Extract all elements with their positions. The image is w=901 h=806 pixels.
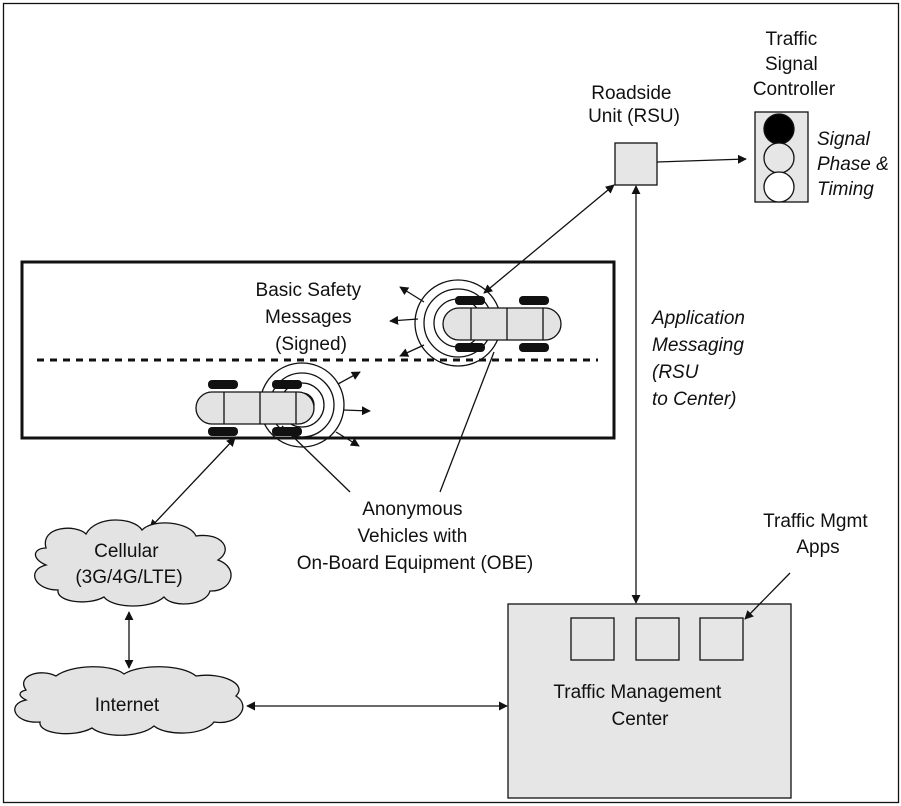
lower-vehicle (195, 379, 315, 437)
traffic-signal-icon (754, 111, 809, 203)
upper-vehicle (442, 295, 562, 353)
basic-safety-messages-label: Basic Safety Messages (Signed) (256, 280, 367, 355)
signal-light-green (763, 171, 795, 203)
arrow-rsu-to-signal (656, 154, 747, 164)
traffic-mgmt-apps-label: Traffic Mgmt Apps (763, 511, 873, 558)
signal-light-red (763, 113, 795, 145)
tmc-app-box-3 (699, 617, 744, 661)
anonymous-vehicles-label: Anonymous Vehicles with On-Board Equipme… (297, 499, 534, 574)
traffic-management-center-label: Traffic Management Center (553, 682, 726, 730)
traffic-signal-controller-label: Traffic Signal Controller (753, 29, 836, 100)
arrow-vehicle-cellular (149, 437, 236, 529)
cellular-cloud (34, 519, 232, 607)
roadside-unit-label: Roadside Unit (RSU) (588, 83, 680, 127)
arrow-vehicle-rsu (483, 184, 615, 294)
arrow-apps-pointer (744, 572, 791, 620)
internet-label: Internet (95, 695, 160, 716)
upper-broadcast-rays (389, 286, 425, 357)
cellular-label: Cellular (3G/4G/LTE) (75, 541, 182, 588)
roadside-unit-box (614, 142, 658, 186)
tmc-app-box-1 (570, 617, 615, 661)
tmc-app-box-2 (635, 617, 680, 661)
application-messaging-label: Application Messaging (RSU to Center) (651, 308, 750, 410)
signal-phase-timing-label: Signal Phase & Timing (817, 129, 894, 200)
lower-broadcast-rays (335, 371, 371, 447)
signal-light-yellow (763, 142, 795, 174)
obe-callout-lines (281, 351, 495, 493)
internet-cloud (14, 666, 244, 736)
road (20, 260, 616, 440)
